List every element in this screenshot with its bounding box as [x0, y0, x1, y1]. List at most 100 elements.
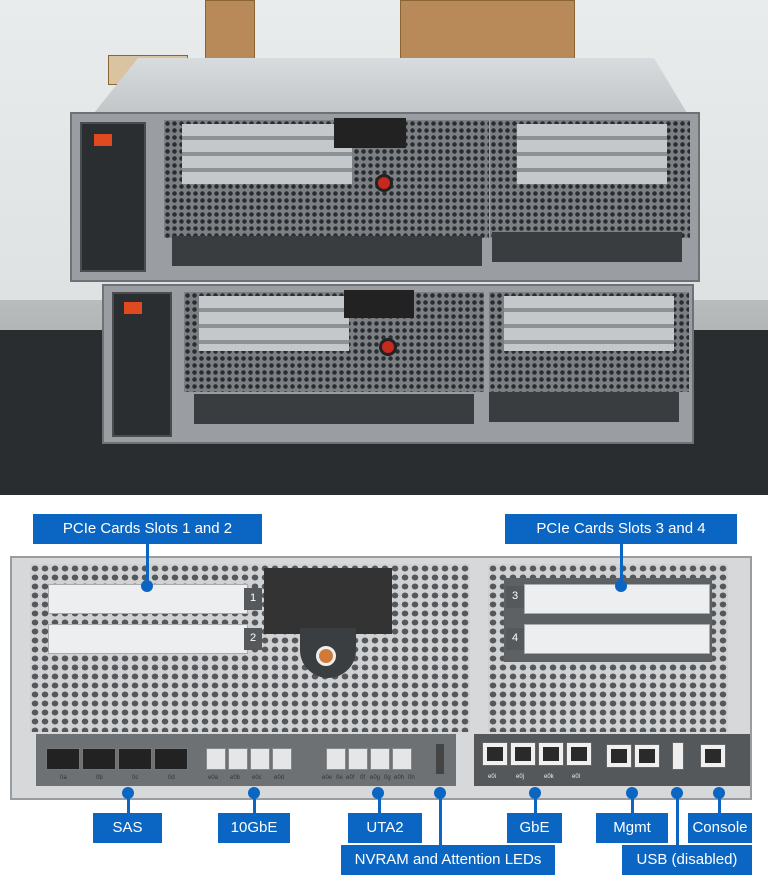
handle [344, 290, 414, 318]
port-label: 0e [336, 775, 343, 781]
callout-line [631, 795, 634, 813]
gbe-port[interactable] [510, 742, 536, 766]
sas-port[interactable] [154, 748, 188, 770]
callout-gbe: GbE [507, 813, 562, 843]
gbe-port[interactable] [566, 742, 592, 766]
slot-number: 4 [506, 628, 524, 650]
port-label: e0f [346, 775, 355, 781]
port-label: 0c [132, 775, 139, 781]
cardboard-boxes-stack [400, 0, 575, 60]
controller-handle[interactable] [264, 568, 392, 634]
uta2-port[interactable] [392, 748, 412, 770]
slot-number: 2 [244, 628, 262, 650]
pcie-slot-2-cover [48, 624, 248, 654]
pcie-slot-covers [199, 296, 349, 351]
callout-line [253, 795, 256, 813]
port-label: e0h [394, 775, 405, 781]
port-label: e0k [544, 774, 554, 780]
port-label: e0e [322, 775, 333, 781]
10gbe-port[interactable] [228, 748, 248, 770]
callout-line [127, 795, 130, 813]
callout-sas: SAS [93, 813, 162, 843]
sas-port[interactable] [118, 748, 152, 770]
callout-line [534, 795, 537, 813]
slot-number: 3 [506, 586, 524, 608]
sas-port[interactable] [82, 748, 116, 770]
port-label: 0a [60, 775, 67, 781]
thumbscrew [379, 338, 397, 356]
callout-dot [626, 787, 638, 799]
thumbscrew [375, 174, 393, 192]
port-label: e0g [370, 775, 381, 781]
port-label: 0d [168, 775, 175, 781]
callout-line [146, 544, 149, 584]
io-ports [492, 232, 682, 262]
mgmt-port[interactable] [634, 744, 660, 768]
callout-nvram-leds: NVRAM and Attention LEDs [341, 845, 555, 875]
port-label: e0b [230, 775, 241, 781]
pcie-slot-covers [504, 296, 674, 351]
callout-dot [248, 787, 260, 799]
pcie-slot-covers [517, 124, 667, 184]
pcie-slot-covers [182, 124, 352, 184]
thumbscrew-icon[interactable] [316, 646, 336, 666]
callout-dot [122, 787, 134, 799]
port-label: 0f [360, 775, 366, 781]
chassis-top [90, 58, 690, 118]
nvram-led-icon [436, 744, 444, 774]
uta2-port[interactable] [348, 748, 368, 770]
10gbe-port[interactable] [250, 748, 270, 770]
pcie-slot-4-cover [524, 624, 710, 654]
uta2-port[interactable] [326, 748, 346, 770]
uta2-port[interactable] [370, 748, 390, 770]
10gbe-port[interactable] [272, 748, 292, 770]
gbe-port[interactable] [482, 742, 508, 766]
port-label: 0g [384, 775, 391, 781]
callout-10gbe: 10GbE [218, 813, 290, 843]
onboard-io-right: e0i e0j e0k e0l [474, 734, 750, 786]
hardware-photo [0, 0, 768, 495]
io-ports [489, 392, 679, 422]
callout-dot [529, 787, 541, 799]
handle [334, 118, 406, 148]
callout-line [620, 544, 623, 584]
console-port[interactable] [700, 744, 726, 768]
controller-upper [70, 112, 700, 282]
callout-uta2: UTA2 [348, 813, 422, 843]
port-label: e0j [516, 774, 525, 780]
usb-port[interactable] [672, 742, 684, 770]
callout-mgmt: Mgmt [596, 813, 668, 843]
sas-port[interactable] [46, 748, 80, 770]
cardboard-box [205, 0, 255, 60]
port-label: e0l [572, 774, 581, 780]
callout-dot [372, 787, 384, 799]
chassis-rear-view: 1 2 3 4 0a 0b 0c 0d e0a e0b e0c e0d e0e … [10, 556, 752, 800]
callout-console: Console [688, 813, 752, 843]
gbe-port[interactable] [538, 742, 564, 766]
psu-latch [94, 134, 112, 146]
io-ports [194, 394, 474, 424]
port-label: e0c [252, 775, 262, 781]
callout-line [718, 795, 721, 813]
callout-usb: USB (disabled) [622, 845, 752, 875]
controller-lower [102, 284, 694, 444]
psu-latch [124, 302, 142, 314]
io-ports [172, 236, 482, 266]
slot-number: 1 [244, 588, 262, 610]
callout-dot [141, 580, 153, 592]
onboard-io-left: 0a 0b 0c 0d e0a e0b e0c e0d e0e 0e e0f 0… [36, 734, 456, 786]
power-supply [80, 122, 146, 272]
callout-dot [434, 787, 446, 799]
port-label: e0d [274, 775, 285, 781]
port-label: e0i [488, 774, 497, 780]
mgmt-port[interactable] [606, 744, 632, 768]
port-label: 0h [408, 775, 415, 781]
callout-line [439, 795, 442, 845]
10gbe-port[interactable] [206, 748, 226, 770]
callout-dot [671, 787, 683, 799]
callout-pcie-slots-1-2: PCIe Cards Slots 1 and 2 [33, 514, 262, 544]
power-supply [112, 292, 172, 437]
port-label: e0a [208, 775, 219, 781]
callout-line [378, 795, 381, 813]
callout-dot [713, 787, 725, 799]
